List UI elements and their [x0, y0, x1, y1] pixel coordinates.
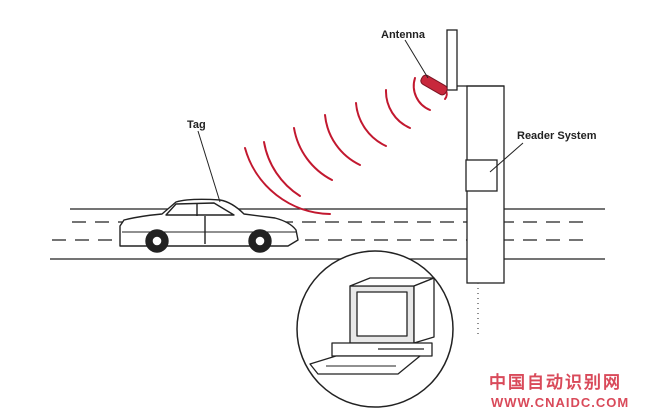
- computer-inset: [296, 250, 454, 408]
- antenna-icon: [420, 74, 448, 96]
- reader-box: [465, 159, 498, 192]
- leader-lines: [197, 39, 524, 203]
- car-icon: [119, 198, 299, 253]
- antenna-label: Antenna: [381, 29, 426, 41]
- tag-label: Tag: [187, 119, 206, 131]
- reader-system-label: Reader System: [517, 130, 597, 142]
- watermark-url: WWW.CNAIDC.COM: [491, 395, 629, 410]
- radio-waves: [244, 77, 448, 215]
- watermark-title: 中国自动识别网: [489, 372, 622, 393]
- reader-tower: [446, 29, 505, 335]
- computer-icon: [309, 277, 435, 375]
